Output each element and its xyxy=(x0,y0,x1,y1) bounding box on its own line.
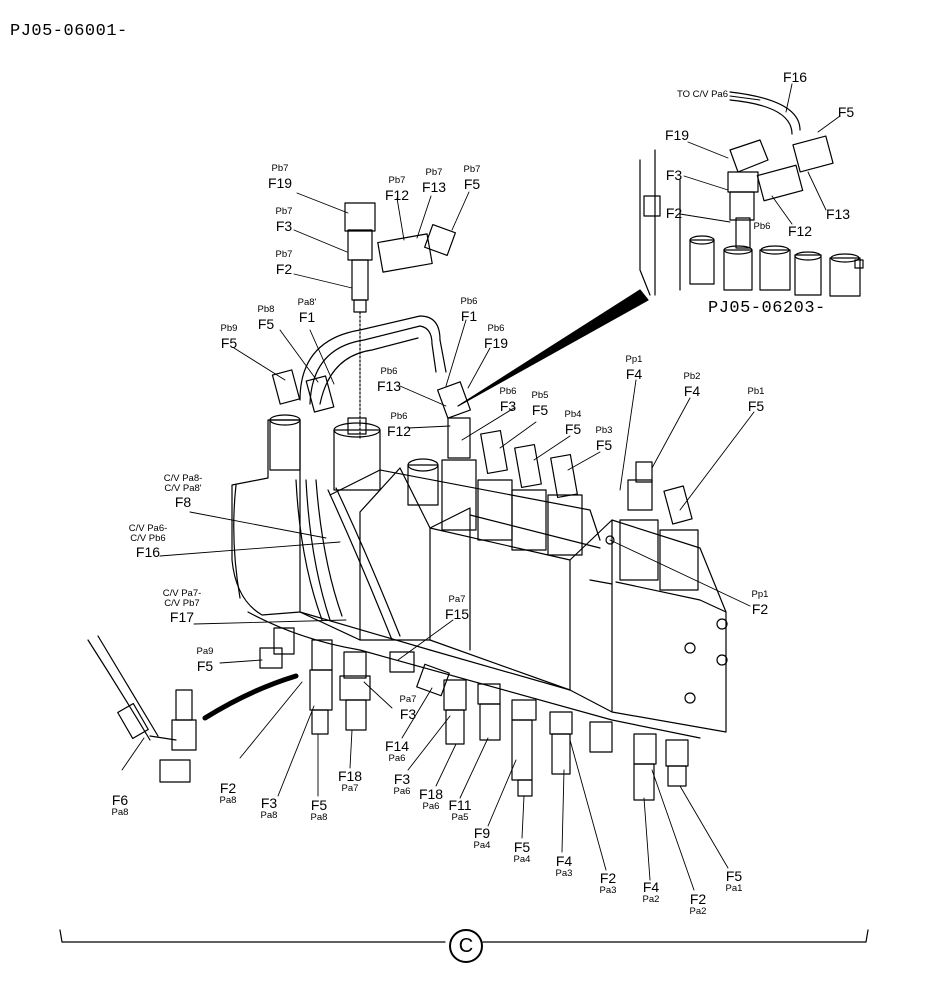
leader-lines xyxy=(121,83,841,891)
spool-caps xyxy=(269,414,699,591)
callout: F16 xyxy=(782,69,808,85)
callout: TO C/V Pa6 xyxy=(676,89,728,100)
document-id: PJ05-06001- xyxy=(10,22,128,41)
callout: F3 xyxy=(665,167,683,183)
valve-block xyxy=(231,419,728,739)
bracket-right xyxy=(482,929,869,943)
callout: F13 xyxy=(825,206,851,222)
inset-detail xyxy=(639,91,864,297)
f6-detail xyxy=(87,635,299,783)
page-marker-circle: C xyxy=(449,929,483,963)
hoses xyxy=(295,315,447,641)
callout: Pb6 xyxy=(753,221,771,232)
inset-pointer-wedge xyxy=(457,289,649,407)
inset-reference: PJ05-06203- xyxy=(708,299,826,318)
callout: F2 xyxy=(665,205,683,221)
callout: Pa8'F1 xyxy=(297,297,317,325)
pb7-tee-fitting xyxy=(344,202,456,441)
callout: F12 xyxy=(787,223,813,239)
callout: F19 xyxy=(664,127,690,143)
callout: C/V Pa8- C/V Pa8'F8 xyxy=(163,473,203,510)
callout: F5 xyxy=(837,104,855,120)
bracket-left xyxy=(59,929,446,943)
bottom-fittings xyxy=(259,627,689,801)
